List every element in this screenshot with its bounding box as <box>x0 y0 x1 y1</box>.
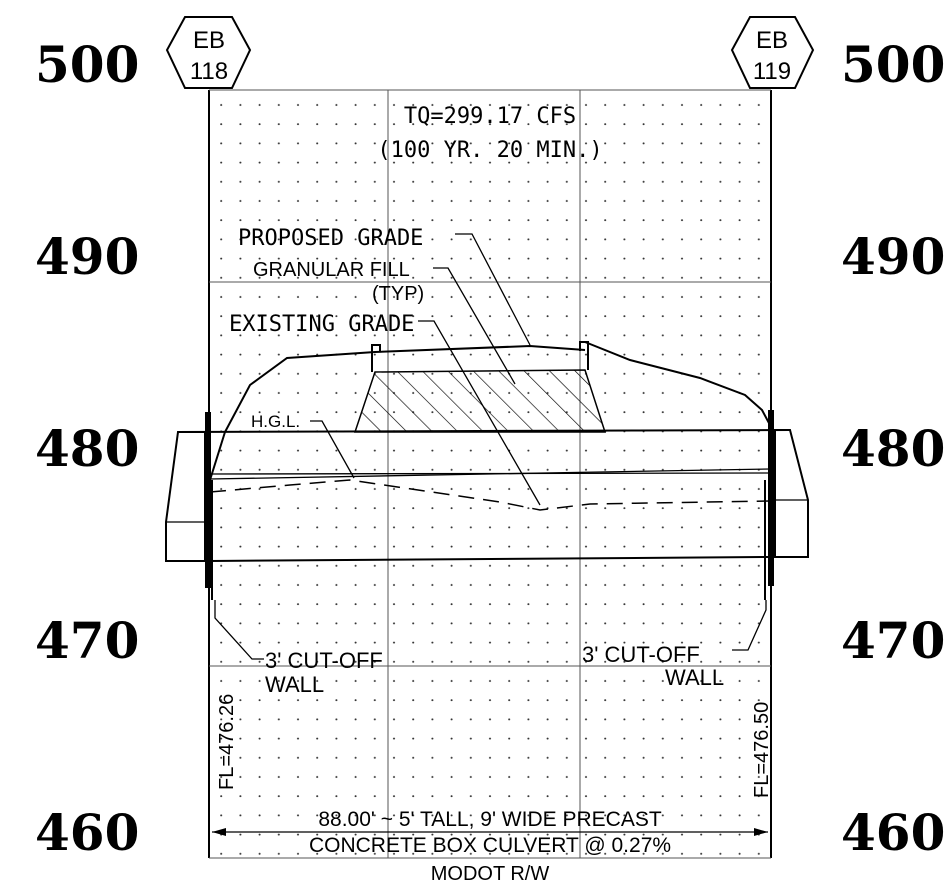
flow-storm-text: (100 YR. 20 MIN.) <box>377 138 602 163</box>
cutoff-left-wall-label: WALL <box>265 672 324 697</box>
cutoff-left-label: 3' CUT-OFF <box>265 648 383 673</box>
leader-cutoff-right <box>732 600 767 651</box>
leader-granular-fill <box>433 267 516 385</box>
existing-grade-label: EXISTING GRADE <box>229 312 414 337</box>
cutoff-right-label: 3' CUT-OFF <box>582 642 700 667</box>
elevation-label: 490 <box>841 227 945 286</box>
arrow-right-icon <box>754 828 768 836</box>
headwall-left <box>371 344 381 372</box>
length-dimension <box>212 828 768 836</box>
leader-cutoff-left <box>214 600 264 660</box>
wingwall-right <box>774 429 809 558</box>
existing-grade-line <box>209 479 771 511</box>
cutoff-right-wall-label: WALL <box>665 665 724 690</box>
elevation-label: 470 <box>35 611 139 670</box>
right-of-way-label: MODOT R/W <box>431 863 550 885</box>
flowline-right-label: FL=476.50 <box>751 702 773 798</box>
station-line1: EB <box>756 27 788 54</box>
elevation-label: 480 <box>841 419 945 478</box>
cutoff-wall-left <box>205 412 211 588</box>
hgl-label: H.G.L. <box>251 412 300 431</box>
granular-fill-typ-label: (TYP) <box>372 283 424 305</box>
elevation-label: 480 <box>35 419 139 478</box>
flowline-left-label: FL=476.26 <box>216 694 238 790</box>
elevation-labels-right: 500 490 480 470 460 <box>841 35 945 862</box>
leader-proposed-grade <box>455 233 531 346</box>
leader-hgl <box>310 420 355 479</box>
leader-lines <box>214 233 767 660</box>
hgl-line <box>209 468 771 480</box>
wingwall-left <box>165 431 206 562</box>
elevation-label: 490 <box>35 227 139 286</box>
station-line1: EB <box>193 27 225 54</box>
elevation-label: 500 <box>35 35 139 94</box>
cutoff-wall-right <box>768 410 774 586</box>
culvert-description-line1: 88.00' ~ 5' TALL, 9' WIDE PRECAST <box>318 808 661 831</box>
station-line2: 118 <box>190 58 228 85</box>
culvert-bottom <box>209 556 771 562</box>
station-marker-left: EB 118 <box>165 16 252 89</box>
headwall-right <box>579 341 589 370</box>
leader-existing-grade <box>418 320 541 506</box>
arrow-left-icon <box>212 828 226 836</box>
station-line2: 119 <box>753 58 791 85</box>
culvert-top <box>177 429 791 433</box>
proposed-grade-line-right <box>584 341 771 426</box>
elevation-label: 500 <box>841 35 945 94</box>
station-marker-right: EB 119 <box>730 16 815 89</box>
granular-fill-label: GRANULAR FILL <box>253 259 410 281</box>
flow-rate-text: TQ=299.17 CFS <box>404 104 576 129</box>
elevation-label: 470 <box>841 611 945 670</box>
elevation-label: 460 <box>841 803 945 862</box>
proposed-grade-label: PROPOSED GRADE <box>238 226 423 251</box>
hexagon-icon <box>165 16 252 89</box>
hexagon-icon <box>730 16 815 89</box>
elevation-labels-left: 500 490 480 470 460 <box>35 35 139 862</box>
elevation-label: 460 <box>35 803 139 862</box>
culvert-description-line2: CONCRETE BOX CULVERT @ 0.27% <box>309 834 671 857</box>
